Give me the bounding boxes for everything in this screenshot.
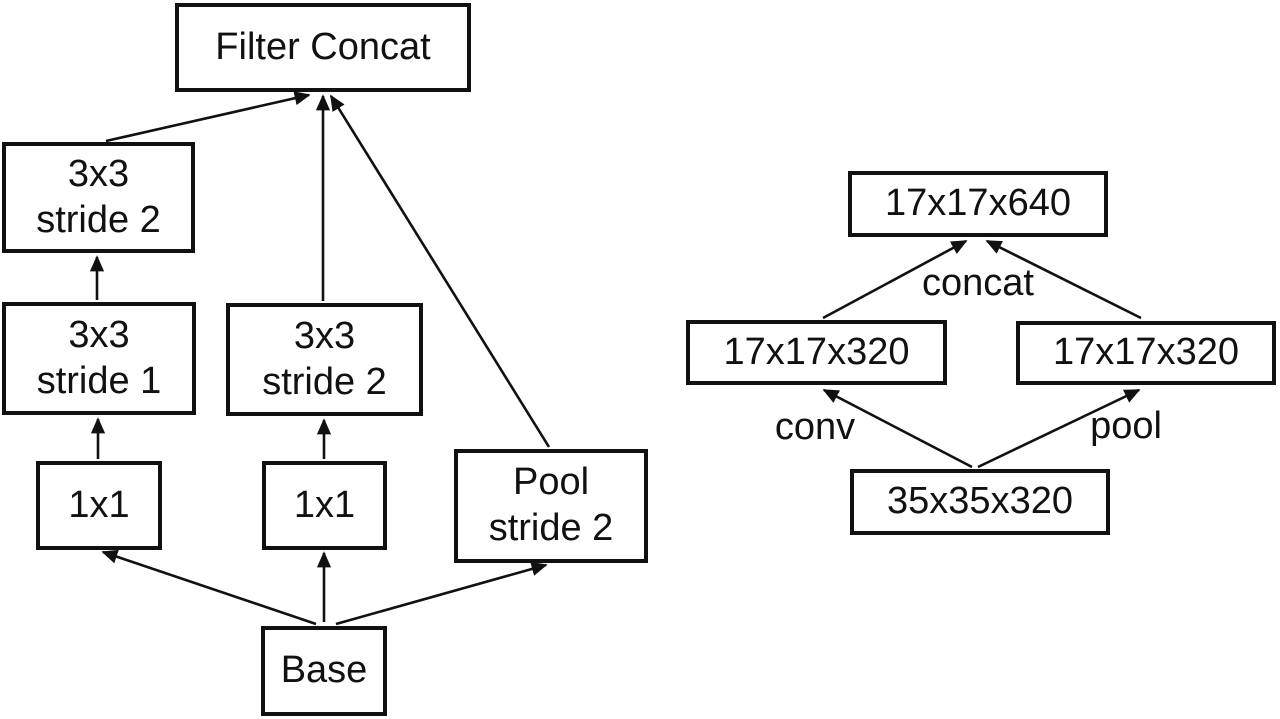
node-conv3x3-stride1-line1: 3x3 bbox=[68, 313, 130, 356]
node-pool-branch-17x17x320: 17x17x320 bbox=[1016, 321, 1276, 385]
node-conv1x1-mid-label: 1x1 bbox=[293, 483, 356, 526]
node-output-17x17x640-label: 17x17x640 bbox=[885, 182, 1071, 225]
node-filter-concat-label: Filter Concat bbox=[215, 25, 431, 68]
node-conv3x3-stride2-mid: 3x3 stride 2 bbox=[226, 303, 423, 416]
node-output-17x17x640: 17x17x640 bbox=[848, 171, 1108, 237]
edge-label-pool: pool bbox=[1090, 405, 1162, 447]
arrow-base-to-pool bbox=[335, 562, 548, 626]
node-conv3x3-stride2-upper-line2: stride 2 bbox=[36, 198, 161, 241]
node-base: Base bbox=[261, 626, 387, 716]
node-conv-branch-17x17x320-label: 17x17x320 bbox=[723, 330, 910, 373]
node-input-35x35x320-label: 35x35x320 bbox=[887, 480, 1073, 523]
node-pool-stride2-line1: Pool bbox=[512, 461, 590, 504]
node-conv3x3-stride2-upper-line1: 3x3 bbox=[67, 152, 130, 195]
arrow-conv3x3-stride2-to-filter-concat bbox=[105, 91, 311, 143]
node-pool-branch-17x17x320-label: 17x17x320 bbox=[1053, 331, 1239, 374]
node-pool-stride2-line2: stride 2 bbox=[488, 507, 614, 549]
node-conv1x1-left: 1x1 bbox=[36, 461, 162, 550]
node-conv1x1-left-label: 1x1 bbox=[68, 483, 130, 526]
node-conv3x3-stride2-mid-line1: 3x3 bbox=[293, 314, 356, 357]
node-input-35x35x320: 35x35x320 bbox=[850, 469, 1110, 535]
node-base-label: Base bbox=[280, 649, 368, 692]
node-conv3x3-stride1-line2: stride 1 bbox=[36, 359, 162, 402]
arrow-base-to-conv1x1-left bbox=[101, 549, 317, 626]
node-conv3x3-stride2-upper: 3x3 stride 2 bbox=[2, 142, 195, 253]
edge-label-concat: concat bbox=[922, 262, 1034, 304]
edge-label-conv: conv bbox=[774, 406, 856, 448]
node-pool-stride2: Pool stride 2 bbox=[454, 449, 648, 563]
node-conv-branch-17x17x320: 17x17x320 bbox=[686, 320, 947, 385]
node-conv1x1-mid: 1x1 bbox=[262, 461, 387, 550]
node-conv3x3-stride2-mid-line2: stride 2 bbox=[262, 360, 387, 403]
node-filter-concat: Filter Concat bbox=[175, 3, 471, 92]
node-conv3x3-stride1: 3x3 stride 1 bbox=[2, 302, 196, 415]
